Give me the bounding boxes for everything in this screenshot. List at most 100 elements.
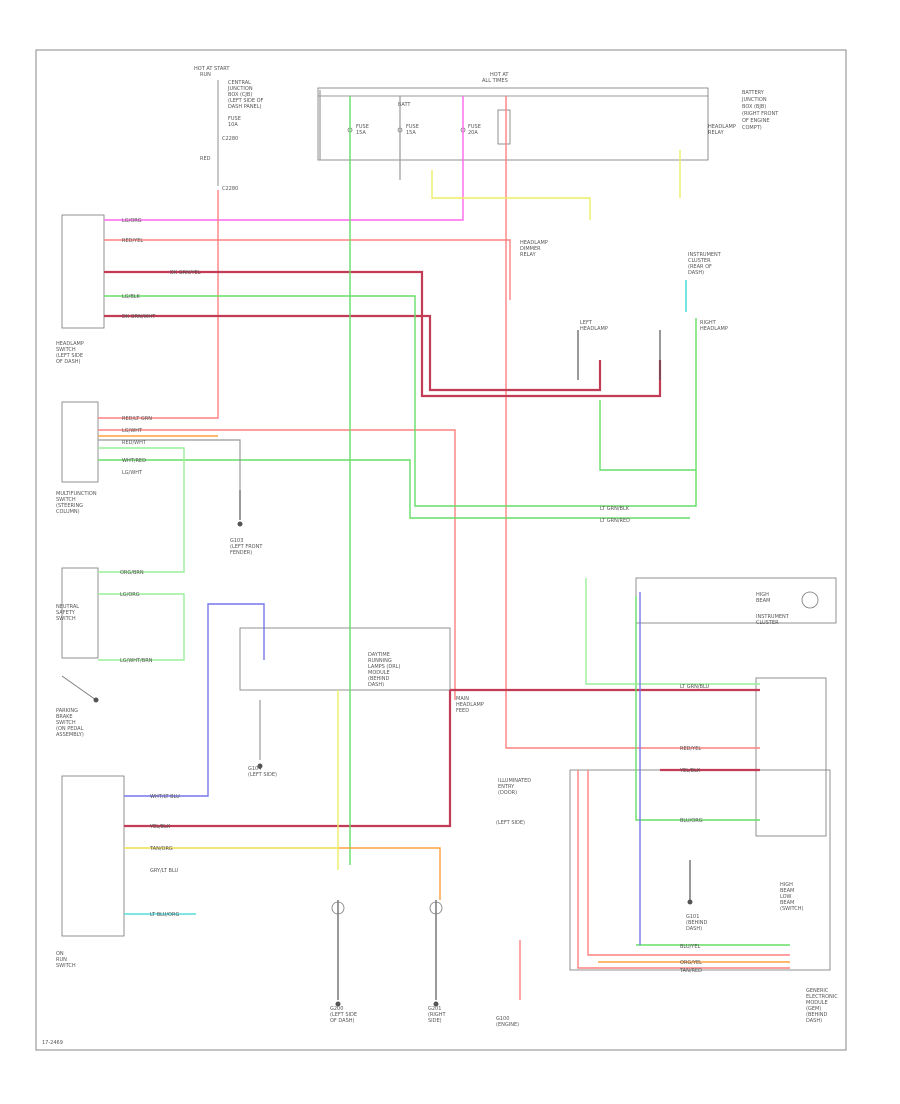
svg-text:FUSE: FUSE (228, 116, 241, 122)
svg-text:SWITCH: SWITCH (56, 347, 76, 353)
svg-text:G100: G100 (496, 1016, 509, 1022)
svg-text:HOT AT START: HOT AT START (194, 66, 230, 72)
svg-text:FEED: FEED (456, 708, 469, 714)
svg-text:BLU/ORG: BLU/ORG (680, 818, 703, 824)
svg-text:ELECTRONIC: ELECTRONIC (806, 994, 838, 1000)
svg-text:(LEFT SIDE: (LEFT SIDE (56, 353, 83, 359)
svg-text:ASSEMBLY): ASSEMBLY) (56, 732, 84, 738)
svg-text:JUNCTION: JUNCTION (741, 97, 767, 103)
svg-text:DASH): DASH) (688, 270, 704, 276)
svg-text:BEAM: BEAM (780, 888, 794, 894)
svg-text:DASH): DASH) (806, 1018, 822, 1024)
svg-text:INSTRUMENT: INSTRUMENT (756, 614, 790, 620)
svg-text:RED/YEL: RED/YEL (122, 238, 143, 244)
svg-text:G101: G101 (686, 914, 699, 920)
svg-text:CLUSTER: CLUSTER (688, 258, 711, 264)
right-lamp-assembly: INSTRUMENT CLUSTER (REAR OF DASH) HEADLA… (520, 240, 728, 332)
daytime-running-lamps-module: DAYTIME RUNNING LAMPS (DRL) MODULE (BEHI… (239, 627, 484, 714)
svg-text:(ENGINE): (ENGINE) (496, 1022, 519, 1028)
svg-text:TAN/RED: TAN/RED (679, 968, 702, 974)
svg-text:HIGH: HIGH (780, 882, 793, 888)
svg-text:15A: 15A (356, 130, 366, 136)
svg-text:DASH PANEL): DASH PANEL) (228, 104, 262, 110)
svg-text:RUN: RUN (56, 957, 67, 963)
svg-text:RUNNING: RUNNING (368, 658, 392, 664)
wire-light-green (98, 447, 760, 685)
svg-text:FUSE: FUSE (406, 124, 419, 130)
svg-text:JUNCTION: JUNCTION (227, 86, 253, 92)
svg-text:BLU/YEL: BLU/YEL (680, 944, 701, 950)
svg-text:ENTRY: ENTRY (498, 784, 515, 790)
svg-text:HEADLAMP: HEADLAMP (708, 124, 736, 130)
svg-text:SWITCH: SWITCH (56, 616, 76, 622)
svg-text:10A: 10A (228, 122, 238, 128)
svg-text:OF DASH): OF DASH) (56, 359, 81, 365)
ground-symbols (93, 521, 693, 1007)
battery-junction-box: HOT AT ALL TIMES BATT BATTERY JUNCTION B… (317, 72, 779, 161)
wire-cyan (124, 280, 687, 915)
svg-text:DASH): DASH) (686, 926, 702, 932)
svg-text:(RIGHT FRONT: (RIGHT FRONT (742, 111, 779, 117)
svg-text:(LEFT SIDE): (LEFT SIDE) (248, 772, 277, 778)
svg-text:LAMPS (DRL): LAMPS (DRL) (368, 664, 400, 670)
svg-text:YEL/BLK: YEL/BLK (679, 768, 701, 774)
svg-text:RELAY: RELAY (520, 252, 537, 258)
wire-green (98, 96, 790, 946)
svg-text:ILLUMINATED: ILLUMINATED (498, 778, 531, 784)
svg-text:YEL/BLK: YEL/BLK (149, 824, 171, 830)
svg-text:LG/ORG: LG/ORG (120, 592, 140, 598)
svg-text:RUN: RUN (200, 72, 211, 78)
svg-text:SIDE): SIDE) (428, 1018, 442, 1024)
generic-electronic-module: GENERIC ELECTRONIC MODULE (GEM) (BEHIND … (569, 769, 838, 1024)
svg-text:BEAM: BEAM (756, 598, 770, 604)
svg-text:LG/WHT: LG/WHT (122, 428, 143, 434)
svg-text:LG/WHT/BRN: LG/WHT/BRN (120, 658, 153, 664)
svg-text:BEAM: BEAM (780, 900, 794, 906)
multifunction-switch: MULTIFUNCTION SWITCH (STEERING COLUMN) (56, 401, 99, 515)
svg-text:OF ENGINE: OF ENGINE (742, 118, 770, 124)
svg-text:RIGHT: RIGHT (700, 320, 717, 326)
svg-text:HEADLAMP: HEADLAMP (580, 326, 608, 332)
svg-text:LEFT: LEFT (580, 320, 593, 326)
ground-points: G200 (LEFT SIDE OF DASH) G201 (RIGHT SID… (230, 538, 708, 1028)
svg-text:BATT: BATT (398, 102, 411, 108)
svg-text:(LEFT SIDE): (LEFT SIDE) (496, 820, 525, 826)
svg-text:(RIGHT: (RIGHT (428, 1012, 447, 1018)
svg-text:(LEFT SIDE: (LEFT SIDE (330, 1012, 357, 1018)
svg-text:CLUSTER: CLUSTER (756, 620, 779, 626)
svg-text:(ON PEDAL: (ON PEDAL (56, 726, 84, 732)
svg-text:OF DASH): OF DASH) (330, 1018, 355, 1024)
lamp-bulbs (331, 901, 443, 915)
svg-text:C2280: C2280 (222, 186, 238, 192)
svg-text:(LEFT FRONT: (LEFT FRONT (230, 544, 263, 550)
svg-text:WHT/RED: WHT/RED (122, 458, 146, 464)
svg-text:MODULE: MODULE (806, 1000, 828, 1006)
svg-text:CENTRAL: CENTRAL (228, 80, 251, 86)
svg-text:FUSE: FUSE (468, 124, 481, 130)
svg-text:FUSE: FUSE (356, 124, 369, 130)
svg-text:(BEHIND: (BEHIND (686, 920, 708, 926)
svg-text:LG/ORG: LG/ORG (122, 218, 142, 224)
wire-labels: LG/ORG RED/YEL DK GRN/YEL LG/BLK DK GRN/… (120, 218, 709, 974)
svg-text:GRY/LT BLU: GRY/LT BLU (150, 868, 178, 874)
svg-text:RELAY: RELAY (708, 130, 725, 136)
svg-text:HEADLAMP: HEADLAMP (56, 341, 84, 347)
svg-text:SWITCH: SWITCH (56, 720, 76, 726)
svg-text:SWITCH: SWITCH (56, 963, 76, 969)
svg-text:LOW: LOW (780, 894, 792, 900)
svg-text:HOT AT: HOT AT (490, 72, 509, 78)
svg-text:C2280: C2280 (222, 136, 238, 142)
wire-orange (98, 435, 790, 963)
svg-text:ALL TIMES: ALL TIMES (482, 78, 508, 84)
svg-text:NEUTRAL: NEUTRAL (56, 604, 79, 610)
parking-brake-switch: PARKING BRAKE SWITCH (ON PEDAL ASSEMBLY) (56, 675, 97, 738)
svg-text:20A: 20A (468, 130, 478, 136)
svg-text:SAFETY: SAFETY (56, 610, 76, 616)
wire-dark-red (104, 270, 760, 828)
svg-text:RED: RED (200, 156, 211, 162)
svg-text:RED/LT GRN: RED/LT GRN (122, 416, 152, 422)
svg-text:DAYTIME: DAYTIME (368, 652, 390, 658)
svg-text:SWITCH: SWITCH (56, 497, 76, 503)
svg-text:HEADLAMP: HEADLAMP (456, 702, 484, 708)
